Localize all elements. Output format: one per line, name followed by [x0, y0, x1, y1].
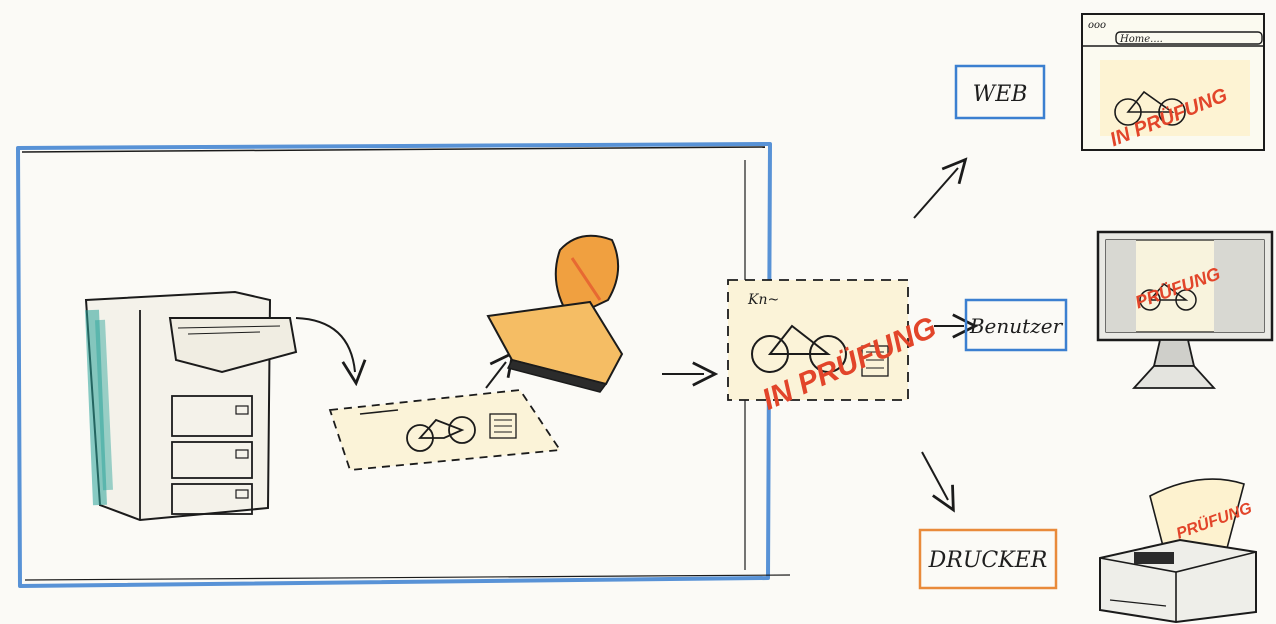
arrow-icon	[914, 168, 958, 218]
arrow-icon	[296, 318, 355, 372]
arrow-icon	[486, 362, 506, 388]
rubber-stamp-icon	[488, 236, 622, 392]
printer-label: DRUCKER	[928, 548, 1048, 573]
arrow-icon	[922, 452, 948, 500]
stamped-document-icon: Kn~ IN PRÜFUNG	[728, 280, 941, 417]
browser-dots: ooo	[1088, 20, 1106, 31]
document-icon	[330, 390, 560, 470]
printer-icon: PRÜFUNG	[1100, 479, 1256, 622]
user-label: Benutzer	[969, 314, 1064, 338]
monitor-icon: PRÜFUNG	[1098, 232, 1272, 388]
doc-header-text: Kn~	[747, 292, 779, 308]
filing-cabinet-icon	[86, 292, 296, 520]
web-label: WEB	[973, 82, 1028, 107]
browser-url: Home....	[1119, 34, 1163, 45]
browser-window-icon: ooo Home.... IN PRÜFUNG	[1082, 14, 1264, 151]
